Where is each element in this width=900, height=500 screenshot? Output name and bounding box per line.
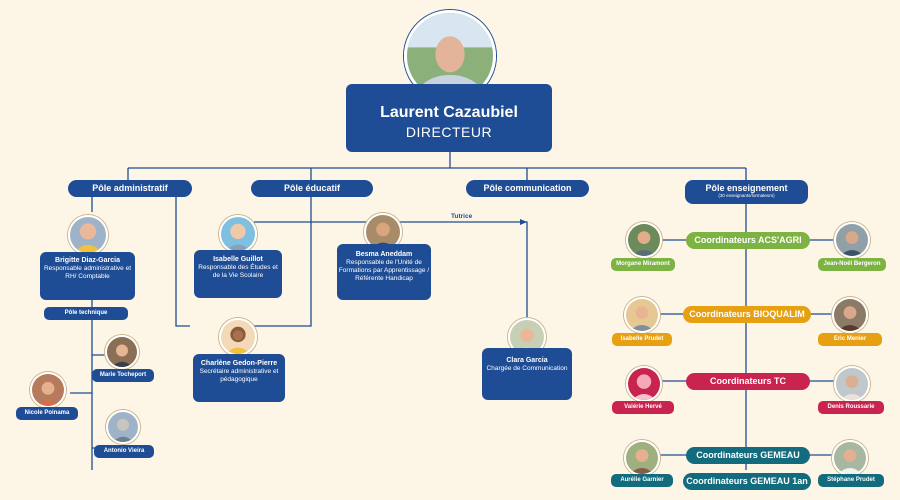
director-box: Laurent Cazaubiel DIRECTEUR bbox=[346, 84, 552, 152]
coord-gemeau-1an: Coordinateurs GEMEAU 1an bbox=[683, 473, 811, 490]
director-title: DIRECTEUR bbox=[405, 124, 493, 140]
coord-gemeau: Coordinateurs GEMEAU bbox=[686, 447, 810, 464]
besma-role: Responsable de l'Unité de Formations par… bbox=[338, 259, 430, 282]
stephane-photo bbox=[832, 440, 868, 476]
coord-acsagri: Coordinateurs ACS'AGRI bbox=[686, 232, 810, 249]
eric-label: Eric Menier bbox=[818, 333, 882, 346]
isabelle-guillot-role: Responsable des Études et de la Vie Scol… bbox=[198, 264, 278, 279]
brigitte-card: Brigitte Diaz-Garcia Responsable adminis… bbox=[40, 252, 135, 300]
pole-technique: Pôle technique bbox=[44, 307, 128, 320]
valerie-label: Valérie Hervé bbox=[612, 401, 674, 414]
nicole-label: Nicole Poinama bbox=[16, 407, 78, 420]
stephane-label: Stéphane Prudet bbox=[818, 474, 884, 487]
pole-educatif: Pôle éducatif bbox=[251, 180, 373, 197]
brigitte-role: Responsable administrative et RH/ Compta… bbox=[43, 265, 132, 280]
brigitte-photo bbox=[68, 215, 108, 255]
charlene-name: Charlène Gedon-Pierre bbox=[200, 360, 278, 367]
aurelie-label: Aurélie Garnier bbox=[611, 474, 673, 487]
clara-role: Chargée de Communication bbox=[486, 365, 568, 372]
morgane-label: Morgane Miramont bbox=[611, 258, 675, 271]
besma-name: Besma Aneddam bbox=[355, 251, 413, 258]
isabelle-prudet-label: Isabelle Prudet bbox=[612, 333, 672, 346]
jean-noel-photo bbox=[834, 222, 870, 258]
pole-communication: Pôle communication bbox=[466, 180, 589, 197]
jean-noel-label: Jean-Noël Bergeron bbox=[818, 258, 886, 271]
marie-label: Marie Tocheport bbox=[92, 369, 154, 382]
eric-photo bbox=[832, 297, 868, 333]
charlene-photo bbox=[219, 318, 257, 356]
isabelle-guillot-card: Isabelle Guillot Responsable des Études … bbox=[194, 250, 282, 298]
pole-enseignement-label: Pôle enseignement bbox=[705, 183, 788, 193]
isabelle-guillot-name: Isabelle Guillot bbox=[213, 256, 263, 263]
tutrice-label: Tutrice bbox=[451, 213, 473, 220]
pole-administratif: Pôle administratif bbox=[68, 180, 192, 197]
denis-label: Denis Roussarie bbox=[818, 401, 884, 414]
isabelle-guillot-photo bbox=[219, 215, 257, 253]
clara-card: Clara Garcia Chargée de Communication bbox=[482, 348, 572, 400]
antonio-label: Antonio Vieira bbox=[94, 445, 154, 458]
isabelle-prudet-photo bbox=[624, 297, 660, 333]
pole-enseignement: Pôle enseignement (30 enseignants/format… bbox=[685, 180, 808, 204]
director-name: Laurent Cazaubiel bbox=[380, 104, 518, 121]
charlene-card: Charlène Gedon-Pierre Secrétaire adminis… bbox=[193, 354, 285, 402]
valerie-photo bbox=[626, 366, 662, 402]
pole-enseignement-sub: (30 enseignants/formateurs) bbox=[718, 193, 775, 198]
morgane-photo bbox=[626, 222, 662, 258]
marie-photo bbox=[105, 335, 139, 369]
brigitte-name: Brigitte Diaz-Garcia bbox=[55, 257, 120, 264]
denis-photo bbox=[834, 366, 870, 402]
charlene-role: Secrétaire administrative et pédagogique bbox=[199, 368, 279, 383]
coord-bioqualim: Coordinateurs BIOQUALIM bbox=[683, 306, 811, 323]
nicole-photo bbox=[30, 372, 66, 408]
antonio-photo bbox=[106, 410, 140, 444]
clara-name: Clara Garcia bbox=[506, 357, 548, 364]
aurelie-photo bbox=[624, 440, 660, 476]
besma-card: Besma Aneddam Responsable de l'Unité de … bbox=[337, 244, 431, 300]
coord-tc: Coordinateurs TC bbox=[686, 373, 810, 390]
